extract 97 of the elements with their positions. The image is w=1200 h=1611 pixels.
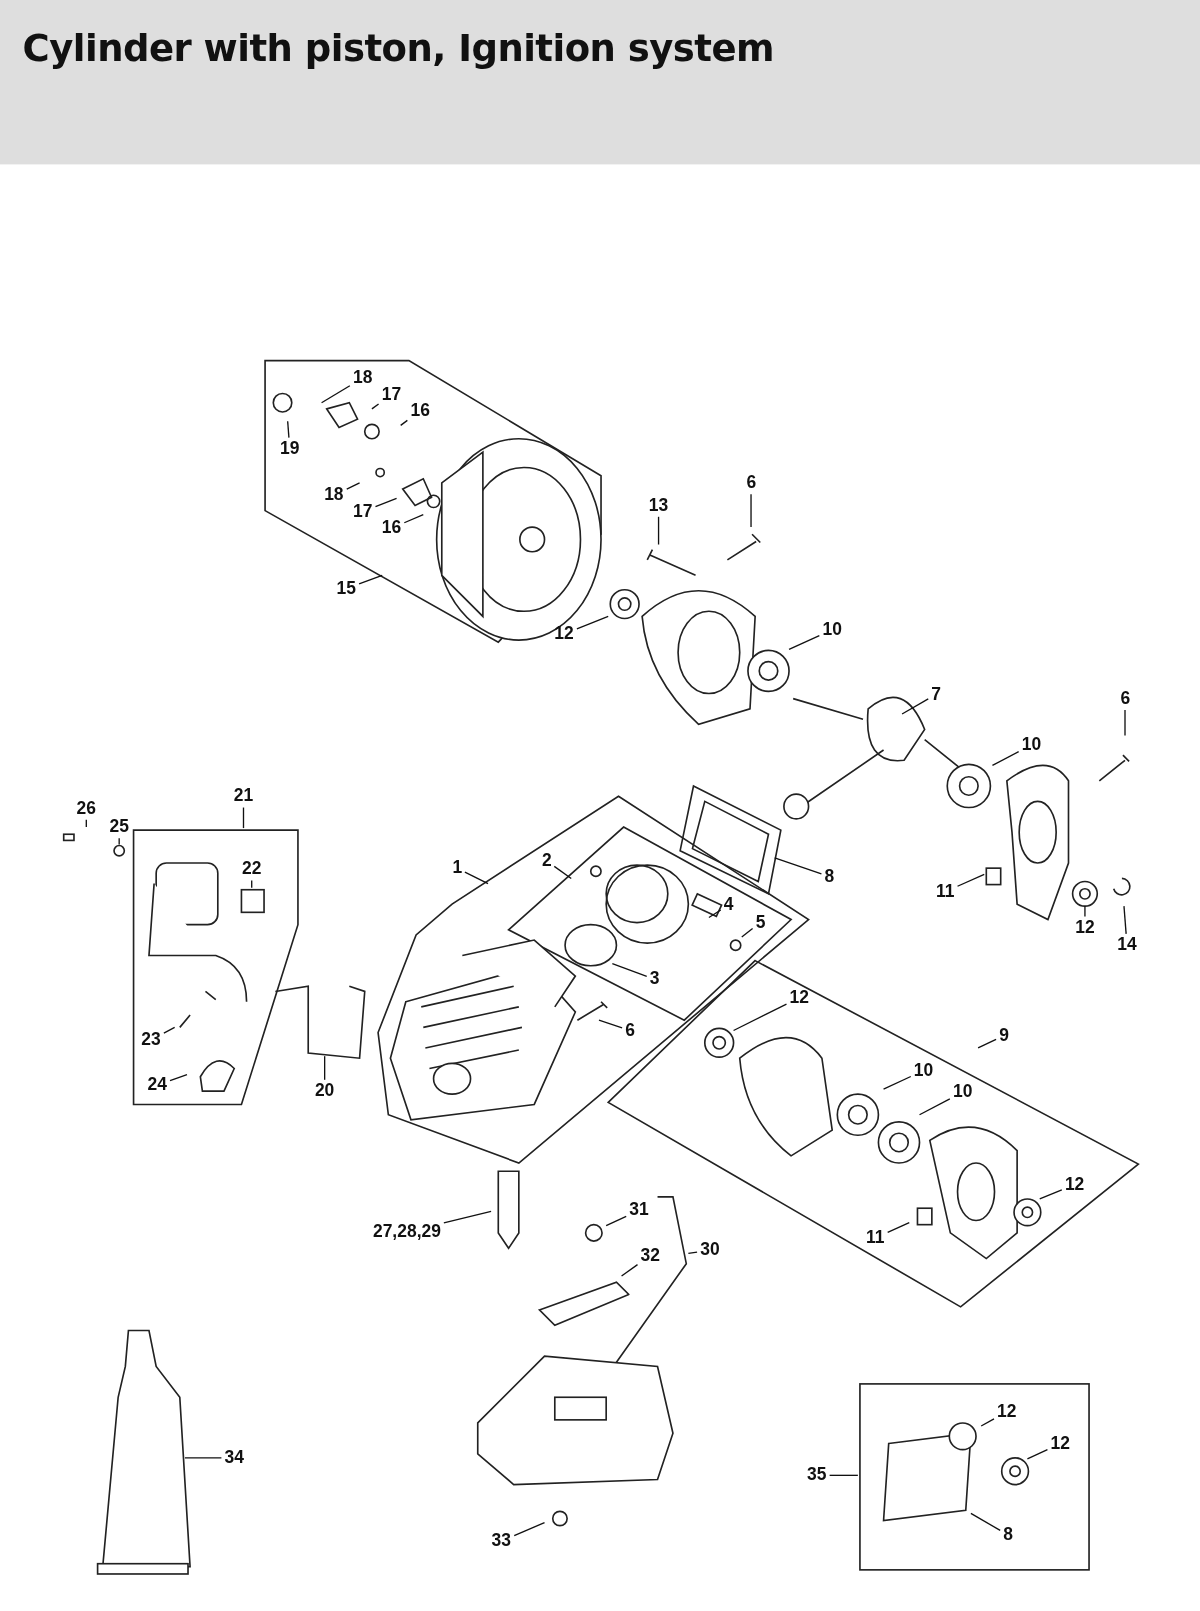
leader-line	[358, 574, 383, 585]
callout-number: 20	[314, 1081, 335, 1101]
callout-number: 8	[824, 867, 835, 886]
callout-number: 35	[807, 1466, 827, 1485]
callout-number: 17	[352, 502, 373, 521]
leader-line	[598, 1019, 623, 1029]
callout-number: 17	[381, 385, 402, 404]
callout-number: 8	[1003, 1525, 1013, 1545]
leader-line	[242, 806, 245, 829]
callout-number: 22	[241, 859, 262, 879]
leader-line	[371, 403, 380, 410]
leader-line	[118, 837, 120, 846]
leader-line	[400, 419, 409, 426]
leader-line	[403, 514, 424, 524]
leader-line	[882, 1075, 912, 1090]
leader-line	[741, 927, 754, 938]
callout-number: 12	[997, 1402, 1017, 1421]
leader-line	[605, 1215, 627, 1227]
callout-number: 4	[723, 895, 734, 915]
callout-number: 24	[147, 1075, 167, 1095]
callout-number: 12	[1064, 1175, 1085, 1194]
callout-number: 10	[913, 1061, 934, 1080]
leader-line	[1124, 709, 1126, 737]
callout-number: 33	[491, 1531, 512, 1551]
leader-line	[980, 1418, 995, 1427]
callout-number: 31	[629, 1201, 649, 1220]
callout-number: 16	[410, 401, 430, 421]
callout-number: 13	[648, 496, 669, 515]
leader-line	[287, 420, 290, 439]
leader-line	[443, 1210, 492, 1224]
leader-line	[346, 482, 361, 490]
leader-line	[320, 385, 351, 404]
leader-line	[513, 1521, 546, 1537]
leader-line	[464, 871, 489, 885]
callout-number: 21	[233, 787, 254, 806]
leader-line	[324, 1055, 326, 1081]
callout-number: 2	[541, 851, 552, 871]
leader-line	[1123, 905, 1127, 935]
callout-number: 25	[109, 817, 129, 837]
callout-number: 18	[324, 485, 344, 505]
callout-number: 5	[755, 913, 766, 932]
page-title: Cylinder with piston, Ignition system	[22, 26, 775, 69]
leader-line	[251, 879, 253, 889]
leader-line	[750, 493, 752, 528]
callout-number: 6	[746, 473, 757, 493]
callout-number: 3	[649, 969, 660, 989]
leader-line	[687, 1251, 698, 1255]
leader-line	[708, 909, 722, 919]
leader-line	[1039, 1189, 1063, 1200]
callout-number: 6	[1120, 689, 1131, 708]
callout-number: 11	[866, 1228, 885, 1248]
callout-number: 26	[76, 799, 96, 818]
leader-line	[1084, 905, 1086, 918]
leader-line	[611, 963, 648, 977]
leader-line	[991, 751, 1020, 767]
callout-number: 12	[1075, 918, 1095, 937]
leader-line	[163, 1026, 176, 1034]
callout-number: 12	[554, 624, 574, 644]
callout-number: 7	[931, 685, 942, 704]
leader-line	[620, 1263, 639, 1277]
callout-number: 12	[1050, 1434, 1070, 1453]
leader-line	[788, 635, 820, 650]
callout-number: 18	[352, 368, 373, 388]
leader-line	[657, 516, 660, 546]
leader-line	[774, 857, 823, 875]
callout-number: 10	[1021, 735, 1042, 755]
leader-line	[374, 497, 398, 508]
callout-number: 34	[224, 1448, 244, 1468]
callout-number: 19	[279, 439, 300, 459]
leader-line	[901, 698, 929, 715]
callout-number: 12	[789, 988, 809, 1007]
callout-number: 30	[700, 1241, 720, 1260]
leader-line	[169, 1074, 188, 1082]
callout-number: 11	[935, 882, 955, 902]
leader-line	[956, 873, 985, 887]
leader-line	[970, 1512, 1001, 1532]
leader-line	[553, 865, 572, 880]
leader-line	[85, 819, 87, 828]
leader-line	[1026, 1448, 1049, 1460]
callout-number: 23	[141, 1030, 161, 1049]
leader-line	[576, 615, 609, 630]
callout-number: 6	[625, 1021, 635, 1040]
callout-number: 14	[1117, 935, 1137, 955]
leader-line	[918, 1098, 951, 1116]
callout-number: 32	[640, 1246, 660, 1265]
callout-number: 27,28,29	[372, 1222, 441, 1242]
leader-line	[887, 1221, 910, 1234]
leader-line	[828, 1474, 859, 1476]
callout-number: 16	[381, 518, 402, 538]
callout-number: 9	[999, 1026, 1009, 1045]
callout-number: 1	[452, 858, 463, 878]
callout-number: 15	[336, 579, 356, 598]
callout-number: 10	[952, 1082, 973, 1102]
leader-line	[732, 1003, 788, 1032]
leader-line	[977, 1038, 997, 1049]
callout-number: 10	[822, 620, 842, 640]
leader-line	[184, 1457, 223, 1459]
